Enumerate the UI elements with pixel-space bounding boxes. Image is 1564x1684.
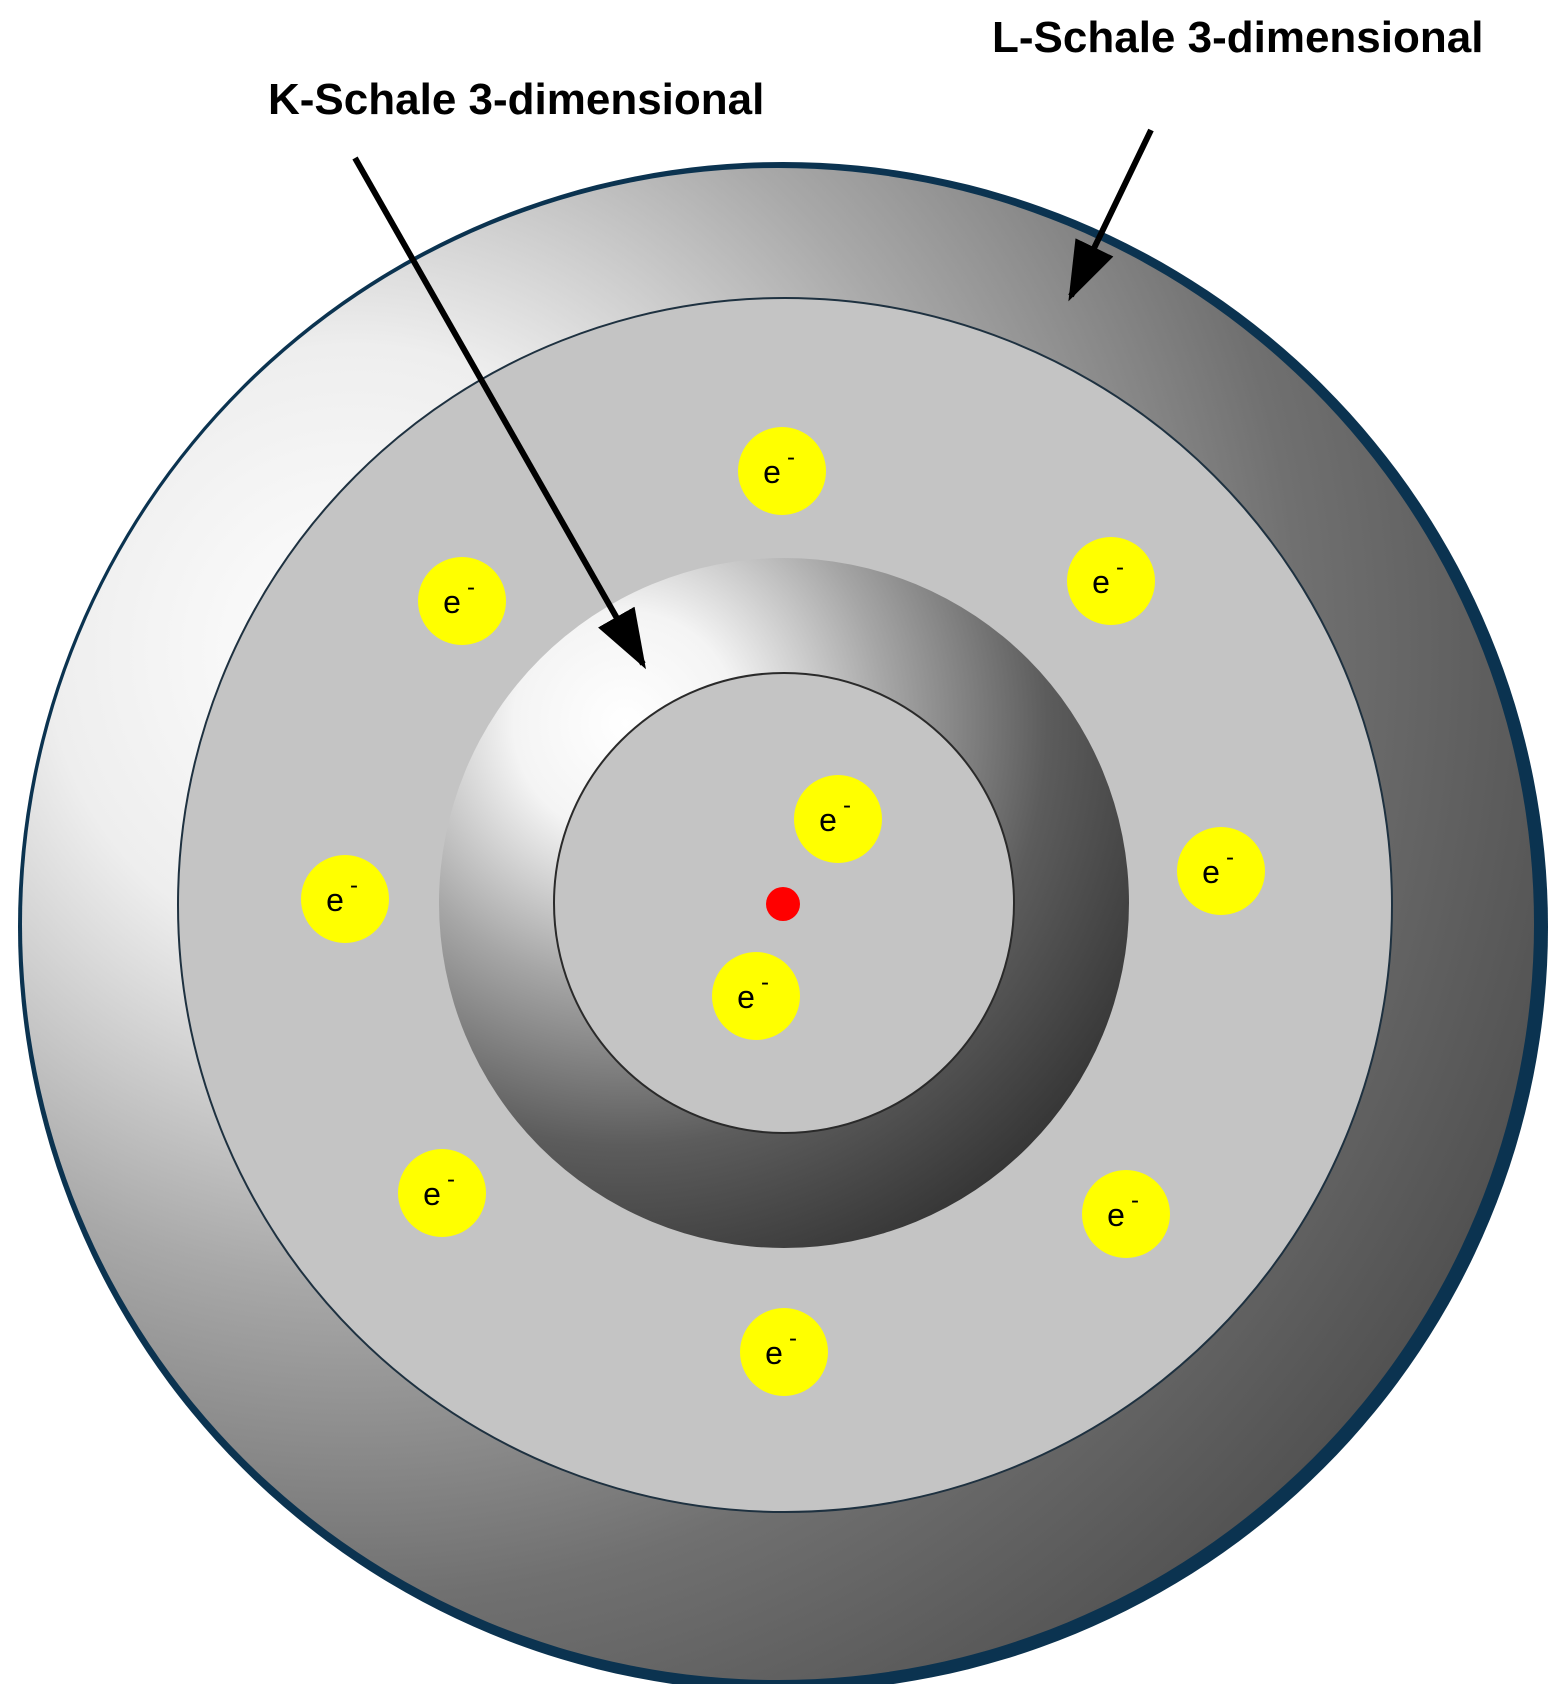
electron-circle [1082,1170,1170,1258]
electron-symbol: e [737,979,755,1015]
electron-charge: - [447,1166,455,1193]
electron-l-shell-5: e- [740,1308,828,1396]
electron-circle [418,557,506,645]
electron-circle [740,1308,828,1396]
k-shell-arrow [352,156,646,670]
electron-circle [1177,827,1265,915]
l-shell-arrow [1068,128,1154,302]
electron-symbol: e [1092,564,1110,600]
electron-k-shell-10: e- [712,952,800,1040]
electron-charge: - [467,574,475,601]
electron-symbol: e [443,584,461,620]
electron-charge: - [1131,1187,1139,1214]
electron-charge: - [350,872,358,899]
k-shell-label: K-Schale 3-dimensional [268,75,764,124]
electron-k-shell-9: e- [794,775,882,863]
electron-symbol: e [763,454,781,490]
electron-circle [738,427,826,515]
electron-symbol: e [765,1335,783,1371]
electron-symbol: e [1202,854,1220,890]
electron-l-shell-8: e- [418,557,506,645]
electron-l-shell-6: e- [398,1149,486,1237]
electron-circle [301,855,389,943]
electron-charge: - [787,444,795,471]
electron-l-shell-3: e- [1177,827,1265,915]
electron-charge: - [789,1325,797,1352]
electron-symbol: e [819,802,837,838]
electrons-group: e-e-e-e-e-e-e-e-e-e- [301,427,1265,1396]
electron-l-shell-1: e- [738,427,826,515]
electron-circle [794,775,882,863]
electron-symbol: e [326,882,344,918]
electron-charge: - [843,792,851,819]
electron-l-shell-4: e- [1082,1170,1170,1258]
electron-circle [712,952,800,1040]
l-shell-label: L-Schale 3-dimensional [992,13,1483,62]
electron-charge: - [761,969,769,996]
electron-symbol: e [423,1176,441,1212]
electron-symbol: e [1107,1197,1125,1233]
electron-charge: - [1226,844,1234,871]
electron-circle [398,1149,486,1237]
nucleus [766,887,800,921]
electron-l-shell-7: e- [301,855,389,943]
electron-l-shell-2: e- [1067,537,1155,625]
electron-charge: - [1116,554,1124,581]
electron-circle [1067,537,1155,625]
